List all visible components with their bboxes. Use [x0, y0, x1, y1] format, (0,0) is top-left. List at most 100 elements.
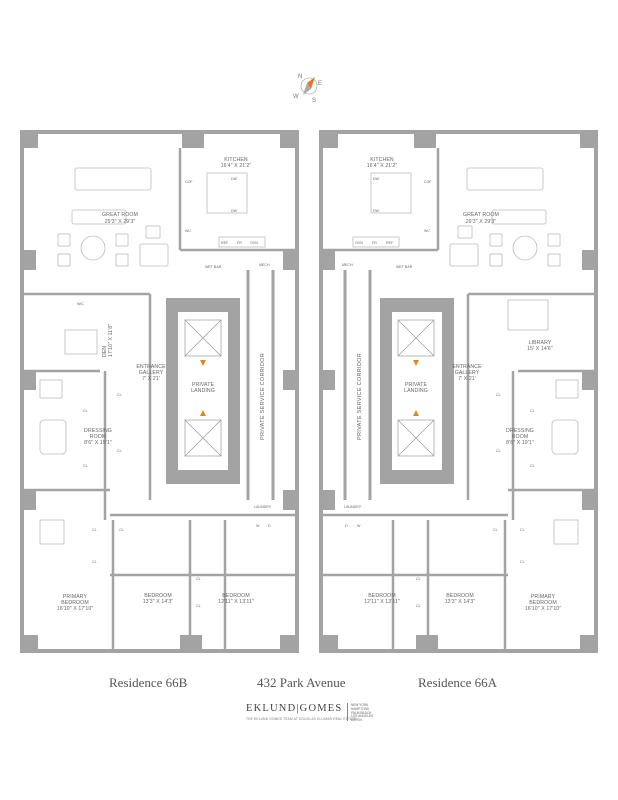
- great-room-dims: 29'3" X 29'3": [466, 219, 497, 225]
- dressing-dims: 8'6" X 19'1": [84, 440, 112, 446]
- wet-bar-label: WET BAR: [205, 265, 222, 269]
- library-label: LIBRARY: [529, 340, 552, 346]
- service-corridor-label-b: PRIVATE SERVICE CORRIDOR: [260, 353, 266, 440]
- kitchen-label: KITCHEN: [370, 157, 394, 163]
- bedroom-1-label: BEDROOM: [144, 593, 172, 599]
- primary-bedroom-label: BEDROOM: [529, 600, 557, 606]
- dishwasher-label-2: DW: [231, 209, 238, 213]
- fr-label: FR: [237, 241, 242, 245]
- elevator-arrow-icon: [413, 360, 419, 366]
- closet-label: CL: [493, 528, 498, 532]
- entrance-label: ENTRANCE: [136, 364, 166, 370]
- coffee-label: COF: [424, 180, 432, 184]
- ref-label: REF: [221, 241, 229, 245]
- wc-label: WC: [424, 229, 430, 233]
- wic-label: WIC: [77, 302, 84, 306]
- den-dims: 17'10" X 11'8": [108, 324, 114, 357]
- brand-tagline: THE EKLUND GOMES TEAM AT DOUGLAS ELLIMAN…: [246, 717, 357, 721]
- ref-label: REF: [386, 241, 394, 245]
- entrance-dims: 7' X 21': [142, 376, 160, 382]
- central-core: PRIVATE LANDING PRIVATE LANDING PRIVATE …: [166, 270, 454, 500]
- great-room-label: GREAT ROOM: [463, 212, 499, 218]
- bedroom-2-dims: 13'3" X 14'3": [445, 599, 476, 605]
- dishwasher-label: DW: [373, 177, 380, 181]
- mech-label: MECH: [342, 263, 353, 267]
- brand-logo: EKLUND|GOMES THE EKLUND GOMES TEAM AT DO…: [246, 703, 386, 725]
- gallery-label: GALLERY: [455, 370, 480, 376]
- great-room-label: GREAT ROOM: [102, 212, 138, 218]
- coffee-label: COF: [185, 180, 193, 184]
- closet-label: CL: [416, 604, 421, 608]
- closet-label: CL: [520, 560, 525, 564]
- primary-bedroom-label: BEDROOM: [61, 600, 89, 606]
- entrance-label: ENTRANCE: [452, 364, 482, 370]
- residence-66a-plan: GREAT ROOM 29'3" X 29'3" KITCHEN 16'4" X…: [319, 130, 598, 653]
- dressing-label: DRESSING: [506, 428, 534, 434]
- closet-label: CL: [496, 449, 501, 453]
- residence-66b-title: Residence 66B: [109, 675, 188, 690]
- closet-label: CL: [196, 604, 201, 608]
- brand-divider: [347, 703, 348, 721]
- service-corridor-label-a: PRIVATE SERVICE CORRIDOR: [357, 353, 363, 440]
- dryer-label: D: [268, 524, 271, 528]
- elevator-arrow-icon: [200, 360, 206, 366]
- brand-locations: NEW YORK HAMPTONS PALM BEACH LOS ANGELES…: [351, 703, 374, 723]
- private-landing-label-a: PRIVATE: [405, 382, 428, 388]
- elevator-arrow-icon: [413, 410, 419, 416]
- bedroom-1-label: BEDROOM: [368, 593, 396, 599]
- primary-dims: 16'10" X 17'10": [57, 606, 94, 612]
- gallery-label: GALLERY: [139, 370, 164, 376]
- closet-label: CL: [117, 449, 122, 453]
- bedroom-2-label: BEDROOM: [446, 593, 474, 599]
- closet-label: CL: [83, 464, 88, 468]
- residence-66b-plan: GREAT ROOM 29'3" X 29'3" KITCHEN 16'4" X…: [20, 130, 299, 653]
- dishwasher-label: DW: [231, 177, 238, 181]
- ovn-label: OVN: [250, 241, 258, 245]
- private-landing-label-b: PRIVATE: [192, 382, 215, 388]
- brand-name: EKLUND|GOMES: [246, 703, 343, 714]
- building-address: 432 Park Avenue: [257, 675, 346, 690]
- bedroom-1-dims: 12'11" X 13'11": [364, 599, 400, 605]
- den-label: DEN: [102, 346, 108, 357]
- wc-label: WC: [185, 229, 191, 233]
- bedroom-1-dims: 13'3" X 14'3": [143, 599, 174, 605]
- compass: N E S W: [293, 74, 322, 104]
- dishwasher-label-2: DW: [373, 209, 380, 213]
- closet-label: CL: [92, 528, 97, 532]
- closet-label: CL: [83, 409, 88, 413]
- primary-label: PRIMARY: [63, 594, 88, 600]
- mech-label: MECH: [259, 263, 270, 267]
- closet-label: CL: [496, 393, 501, 397]
- landing-label-b: LANDING: [191, 388, 215, 394]
- bedroom-2-dims: 12'11" X 13'11": [218, 599, 254, 605]
- closet-label: CL: [117, 393, 122, 397]
- compass-north: N: [298, 74, 302, 80]
- landing-label-a: LANDING: [404, 388, 428, 394]
- entrance-dims: 7' X 21': [458, 376, 476, 382]
- dryer-label: D: [345, 524, 348, 528]
- ovn-label: OVN: [355, 241, 363, 245]
- washer-label: W: [357, 524, 361, 528]
- dressing-dims: 8'6" X 19'1": [506, 440, 534, 446]
- closet-label: CL: [196, 577, 201, 581]
- primary-label: PRIMARY: [531, 594, 556, 600]
- residence-66a-title: Residence 66A: [418, 675, 498, 690]
- primary-dims: 16'10" X 17'10": [525, 606, 562, 612]
- wet-bar-label: WET BAR: [396, 265, 413, 269]
- kitchen-label: KITCHEN: [224, 157, 248, 163]
- closet-label: CL: [530, 409, 535, 413]
- kitchen-dims: 16'4" X 21'2": [221, 163, 252, 169]
- closet-label: CL: [520, 528, 525, 532]
- compass-west: W: [293, 94, 299, 100]
- fr-label: FR: [372, 241, 377, 245]
- bedroom-2-label: BEDROOM: [222, 593, 250, 599]
- elevator-arrow-icon: [200, 410, 206, 416]
- dressing-label: DRESSING: [84, 428, 112, 434]
- closet-label: CL: [416, 577, 421, 581]
- laundry-label: LAUNDRY: [254, 505, 272, 509]
- washer-label: W: [256, 524, 260, 528]
- great-room-dims: 29'3" X 29'3": [105, 219, 136, 225]
- closet-label: CL: [119, 528, 124, 532]
- kitchen-dims: 16'4" X 21'2": [367, 163, 398, 169]
